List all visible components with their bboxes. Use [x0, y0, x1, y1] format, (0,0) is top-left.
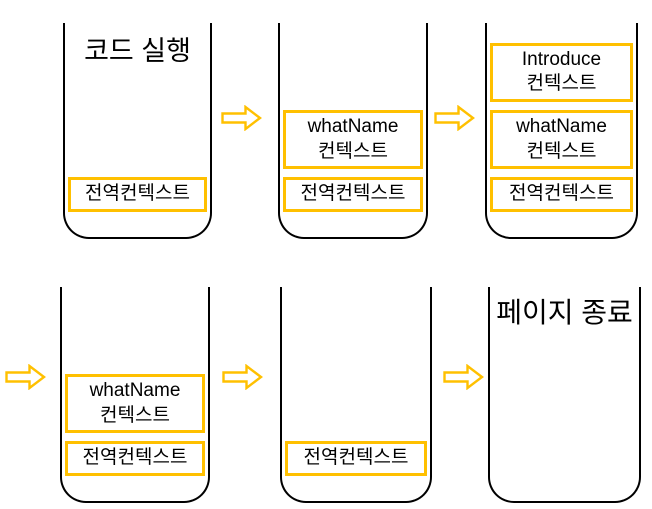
context-box-whatname: whatName 컨텍스트	[283, 109, 423, 170]
context-stack-2: whatName 컨텍스트 전역컨텍스트	[280, 23, 426, 237]
stage-title-code-run: 코드 실행	[84, 36, 191, 66]
context-stack-4: whatName 컨텍스트 전역컨텍스트	[62, 287, 208, 501]
right-arrow-icon	[222, 364, 263, 390]
stack-container-1: 코드 실행 전역컨텍스트	[63, 23, 212, 239]
context-box-label: 전역컨텍스트	[300, 183, 406, 205]
right-arrow-icon	[221, 105, 262, 131]
right-arrow-icon	[5, 364, 46, 390]
context-box-label: whatName	[89, 379, 181, 401]
context-box-label: 전역컨텍스트	[85, 183, 190, 205]
stage-title-page-end: 페이지 종료	[496, 297, 633, 328]
context-stack-3: Introduce 컨텍스트 whatName 컨텍스트 전역컨텍스트	[487, 23, 636, 237]
context-box-whatname: whatName 컨텍스트	[65, 373, 205, 434]
context-stack-5: 전역컨텍스트	[282, 287, 430, 501]
stack-container-6: 페이지 종료	[488, 287, 641, 503]
context-stack-6	[490, 330, 639, 501]
context-box-global: 전역컨텍스트	[283, 177, 423, 212]
context-box-label: whatName	[516, 115, 607, 137]
context-box-whatname: whatName 컨텍스트	[490, 109, 633, 170]
context-box-label: 컨텍스트	[526, 140, 597, 162]
context-box-label: 컨텍스트	[100, 404, 170, 426]
stack-container-4: whatName 컨텍스트 전역컨텍스트	[60, 287, 210, 503]
context-box-label: 전역컨텍스트	[509, 183, 614, 205]
context-stack-1: 전역컨텍스트	[65, 67, 210, 237]
context-box-global: 전역컨텍스트	[285, 441, 427, 476]
context-box-label: whatName	[307, 115, 399, 137]
context-box-label: 컨텍스트	[526, 73, 597, 95]
context-box-global: 전역컨텍스트	[490, 177, 633, 212]
context-box-label: 전역컨텍스트	[303, 447, 409, 469]
context-box-introduce: Introduce 컨텍스트	[490, 42, 633, 102]
right-arrow-icon	[443, 364, 484, 390]
context-box-global: 전역컨텍스트	[68, 177, 207, 212]
stack-container-2: whatName 컨텍스트 전역컨텍스트	[278, 23, 428, 239]
stack-container-5: 전역컨텍스트	[280, 287, 432, 503]
right-arrow-icon	[434, 105, 475, 131]
context-box-label: Introduce	[521, 48, 602, 70]
stack-container-3: Introduce 컨텍스트 whatName 컨텍스트 전역컨텍스트	[485, 23, 638, 239]
context-box-label: 컨텍스트	[318, 140, 388, 162]
context-box-label: 전역컨텍스트	[82, 447, 188, 469]
context-box-global: 전역컨텍스트	[65, 441, 205, 476]
